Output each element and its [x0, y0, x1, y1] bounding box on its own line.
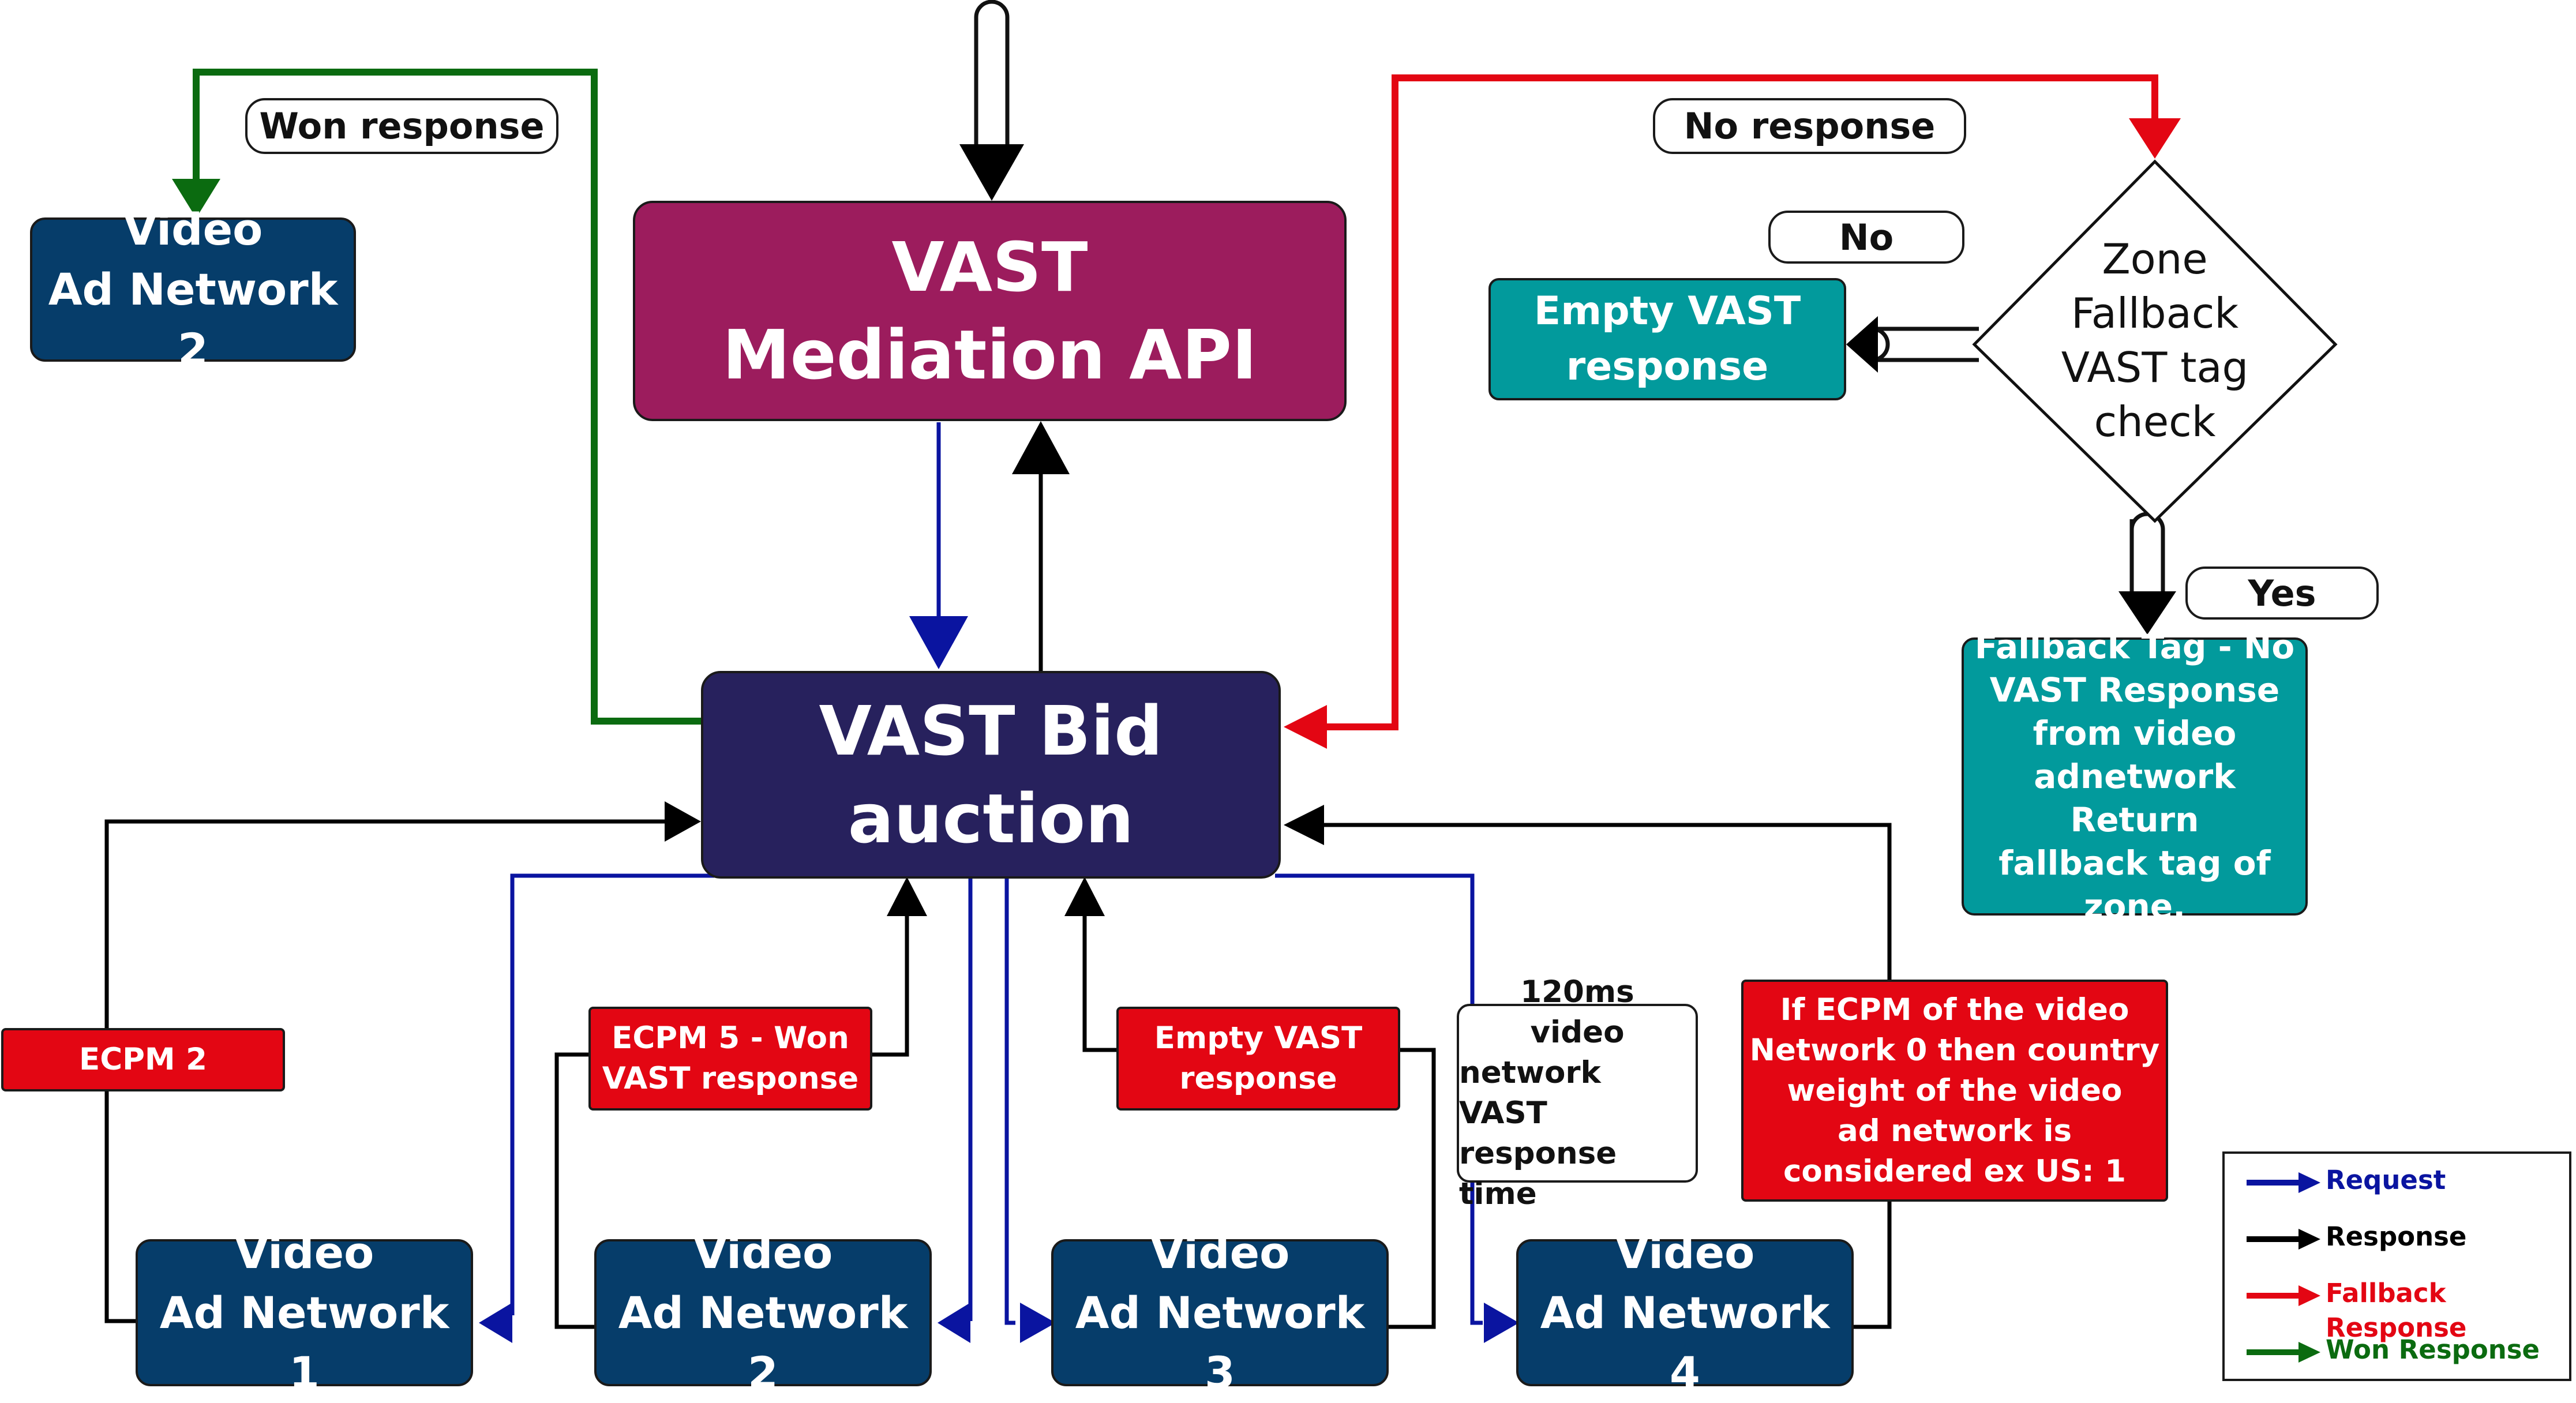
won-ad-network-2-line-2: Ad Network 2 — [48, 264, 338, 375]
network-3-response-line — [1082, 914, 1436, 1329]
legend: Request Response Fallback Response Won R… — [2222, 1151, 2571, 1381]
ecpm-zero-line-1: If ECPM of the video — [1780, 992, 2129, 1027]
bid-auction-line-2: auction — [848, 779, 1134, 858]
ad-network-2-line-2: Ad Network 2 — [618, 1286, 908, 1398]
legend-response-label: Response — [2326, 1221, 2467, 1252]
legend-fallback: Fallback Response — [2225, 1267, 2569, 1343]
ecpm-zero-line-4: ad network is — [1837, 1113, 2072, 1149]
top-input-arrow — [974, 0, 1010, 150]
bid-auction-line-1: VAST Bid — [819, 691, 1163, 771]
yes-branch-arrow — [2129, 512, 2165, 599]
network-2-request-arrowhead — [938, 1303, 970, 1343]
network-1-request-line — [510, 873, 714, 1315]
fallback-tag-line-4: adnetwork Return — [2034, 756, 2236, 839]
won-ad-network-2-box: Video Ad Network 2 — [30, 204, 356, 375]
legend-response: Response — [2225, 1210, 2569, 1268]
empty-vast-annotation-line-2: response — [1179, 1061, 1337, 1096]
won-response-connector — [193, 69, 703, 725]
no-branch-arrow — [1872, 327, 1979, 362]
network-3-request-line — [1004, 877, 1015, 1325]
fallback-tag-line-5: fallback tag of zone. — [1998, 843, 2271, 926]
zone-check-diamond — [1972, 159, 2338, 523]
zone-check-line-2: Fallback — [2071, 289, 2239, 337]
fallback-connector — [1327, 74, 2158, 730]
network-4-response-arrowhead — [1284, 805, 1324, 845]
ad-network-3-line-1: Video — [1150, 1226, 1290, 1278]
ecpm-5-line-1: ECPM 5 - Won — [612, 1021, 849, 1056]
ecpm-zero-line-2: Network 0 then country — [1749, 1032, 2160, 1068]
legend-fallback-arrow — [2247, 1285, 2320, 1306]
network-1-request-arrowhead — [479, 1303, 512, 1343]
yes-label: Yes — [2185, 567, 2379, 620]
ad-network-1-line-1: Video — [234, 1226, 374, 1278]
ad-network-2-line-1: Video — [693, 1226, 833, 1278]
no-response-label: No response — [1653, 98, 1966, 154]
mediation-api-line-1: VAST — [891, 227, 1088, 307]
ad-network-4-box: Video Ad Network 4 — [1516, 1227, 1854, 1398]
fallback-tag-box: Fallback Tag - No VAST Response from vid… — [1962, 627, 2308, 926]
fallback-tag-line-1: Fallback Tag - No — [1974, 627, 2295, 666]
mediation-api-line-2: Mediation API — [722, 315, 1257, 395]
ad-network-4-line-1: Video — [1615, 1226, 1755, 1278]
auction-response-arrowhead — [1012, 421, 1070, 474]
ad-network-3-line-2: Ad Network 3 — [1075, 1286, 1365, 1398]
ecpm-2-label: ECPM 2 — [1, 1028, 285, 1091]
top-input-arrowhead — [959, 144, 1024, 201]
won-ad-network-2-line-1: Video — [123, 204, 263, 255]
legend-request-arrow — [2247, 1172, 2320, 1193]
network-1-response-arrowhead — [665, 801, 701, 842]
ecpm-5-line-2: VAST response — [602, 1061, 859, 1096]
ecpm-2-text: ECPM 2 — [78, 1042, 207, 1077]
ecpm-zero-line-5: considered ex US: 1 — [1783, 1153, 2126, 1189]
no-label: No — [1768, 211, 1964, 264]
fallback-tag-line-2: VAST Response — [1989, 670, 2280, 710]
empty-vast-annotation: Empty VAST response — [1116, 1007, 1400, 1111]
legend-won-label: Won Response — [2326, 1334, 2540, 1365]
won-response-arrowhead — [172, 179, 220, 218]
won-response-label: Won response — [245, 98, 558, 154]
response-time-line-2: video — [1530, 1015, 1625, 1050]
fallback-tag-line-3: from video — [2033, 713, 2237, 753]
legend-fallback-label: Fallback Response — [2326, 1278, 2467, 1343]
ecpm-zero-note: If ECPM of the video Network 0 then coun… — [1741, 980, 2168, 1202]
network-2-response-line — [554, 911, 909, 1329]
empty-vast-line-1: Empty VAST — [1533, 288, 1801, 334]
ad-network-2-box: Video Ad Network 2 — [594, 1227, 932, 1398]
legend-won: Won Response — [2225, 1323, 2569, 1381]
fallback-arrowhead-auction — [1284, 705, 1327, 749]
network-3-response-arrowhead — [1064, 877, 1105, 916]
response-time-label: 120ms video network VAST response time — [1457, 974, 1698, 1211]
ecpm-5-won-label: ECPM 5 - Won VAST response — [588, 1007, 872, 1111]
fallback-arrowhead-zone — [2129, 118, 2181, 159]
response-time-line-3: network VAST — [1459, 1055, 1601, 1131]
network-2-response-arrowhead — [887, 877, 927, 916]
empty-vast-line-2: response — [1566, 344, 1769, 389]
legend-request-label: Request — [2326, 1165, 2446, 1195]
ad-network-4-line-2: Ad Network 4 — [1540, 1286, 1830, 1398]
vast-mediation-api-box: VAST Mediation API — [633, 201, 1347, 421]
ad-network-1-box: Video Ad Network 1 — [136, 1227, 473, 1398]
legend-request: Request — [2225, 1154, 2569, 1211]
network-3-request-arrowhead — [1020, 1303, 1056, 1343]
vast-bid-auction-box: VAST Bid auction — [701, 671, 1281, 879]
network-4-request-arrowhead — [1484, 1303, 1519, 1343]
zone-fallback-check-text: Zone Fallback VAST tag check — [2039, 231, 2270, 450]
legend-won-arrow — [2247, 1342, 2320, 1363]
empty-vast-response-box: Empty VAST response — [1488, 278, 1846, 400]
ad-network-3-box: Video Ad Network 3 — [1051, 1227, 1389, 1398]
no-branch-arrowhead — [1846, 316, 1878, 373]
response-time-line-1: 120ms — [1520, 974, 1634, 1010]
ecpm-zero-line-3: weight of the video — [1787, 1072, 2123, 1108]
ad-network-1-line-2: Ad Network 1 — [159, 1286, 449, 1398]
zone-check-line-3: VAST tag — [2061, 343, 2249, 392]
zone-check-line-1: Zone — [2102, 235, 2208, 283]
mediation-request-arrowhead — [909, 616, 968, 669]
empty-vast-annotation-line-1: Empty VAST — [1154, 1021, 1363, 1056]
legend-response-arrow — [2247, 1229, 2320, 1250]
yes-branch-arrowhead — [2118, 591, 2176, 635]
response-time-line-4: response time — [1459, 1136, 1617, 1211]
zone-check-line-4: check — [2094, 397, 2216, 446]
